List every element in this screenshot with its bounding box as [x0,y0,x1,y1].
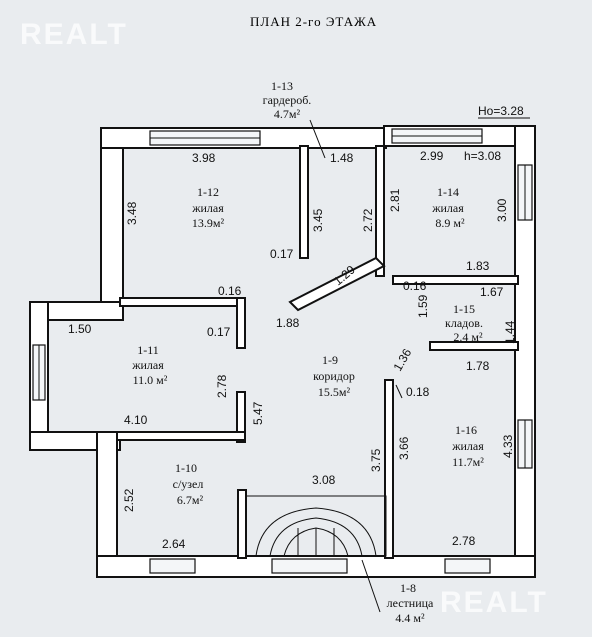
room-name: гардероб. [263,93,312,107]
watermark-top: REALT [20,18,128,51]
dim-label: 0.16 [218,284,242,298]
room-area: 15.5м² [318,385,351,399]
dim-label: 1.50 [68,322,92,336]
dim-label: 1.67 [480,285,504,299]
room-area: 2.4 м² [453,330,483,344]
dim-label: 4.33 [501,434,515,458]
room-id: 1-12 [197,185,219,199]
dim-label: 1.78 [466,359,490,373]
room-name: жилая [431,201,464,215]
dim-label: 2.78 [215,374,229,398]
room-id: 1-13 [271,79,293,93]
room-area: 6.7м² [177,493,204,507]
room-1-16-label: 1-16 жилая 11.7м² [451,423,484,469]
dim-label: 2.52 [122,488,136,512]
room-1-10-label: 1-10 с/узел 6.7м² [173,461,204,507]
room-id: 1-15 [453,302,475,316]
room-area: 13.9м² [192,216,225,230]
room-area: 4.4 м² [395,611,425,625]
dim-label: 4.10 [124,413,148,427]
dim-label: 2.64 [162,537,186,551]
dim-label: 0.17 [270,247,294,261]
dim-label: 2.78 [452,534,476,548]
dim-label: 0.16 [403,279,427,293]
room-1-9-label: 1-9 коридор 15.5м² [313,353,355,399]
room-id: 1-9 [322,353,338,367]
room-id: 1-8 [400,581,416,595]
dim-label: 1.48 [330,151,354,165]
room-name: лестница [387,596,434,610]
dim-label: 2.72 [361,208,375,232]
room-1-11-label: 1-11 жилая 11.0 м² [131,343,168,387]
dim-label: 1.83 [466,259,490,273]
dim-label: 3.98 [192,151,216,165]
room-area: 11.7м² [452,455,484,469]
dim-label: 0.18 [406,385,430,399]
plan-title: ПЛАН 2-го ЭТАЖА [250,14,377,29]
room-name: с/узел [173,477,204,491]
room-1-8-label: 1-8 лестница 4.4 м² [387,581,434,625]
room-1-14-label: 1-14 жилая 8.9 м² [431,185,465,230]
dim-label: 1.88 [276,316,300,330]
room-1-12-label: 1-12 жилая 13.9м² [191,185,224,230]
watermark-bottom: REALT [440,586,548,619]
room-name: кладов. [445,316,483,330]
dim-label: 2.99 [420,149,444,163]
room-1-15-label: 1-15 кладов. 2.4 м² [445,302,483,344]
room-area: 8.9 м² [435,216,465,230]
room-id: 1-10 [175,461,197,475]
room-id: 1-16 [455,423,477,437]
room-name: жилая [131,358,164,372]
dim-label: 3.66 [397,436,411,460]
room-1-13-label: 1-13 гардероб. 4.7м² [263,79,312,121]
dim-label: 5.47 [251,401,265,425]
dim-label: 2.81 [388,188,402,212]
room-area: 4.7м² [274,107,301,121]
room-id: 1-11 [137,343,159,357]
ceiling-note: h=3.08 [464,149,501,163]
dim-label: 3.00 [495,198,509,222]
dim-label: 3.75 [369,448,383,472]
dim-label: 1.36 [390,346,414,374]
room-area: 11.0 м² [133,373,168,387]
dim-label: 1.44 [503,320,517,344]
room-name: жилая [191,201,224,215]
room-name: коридор [313,369,355,383]
room-name: жилая [451,439,484,453]
dim-label: 3.45 [311,208,325,232]
dim-label: 1.59 [416,294,430,318]
dim-label: 0.17 [207,325,231,339]
dim-label: 3.48 [125,201,139,225]
dim-label: 3.08 [312,473,336,487]
height-note: Hо=3.28 [478,104,524,118]
floor-plan-drawing [29,117,536,613]
room-id: 1-14 [437,185,459,199]
